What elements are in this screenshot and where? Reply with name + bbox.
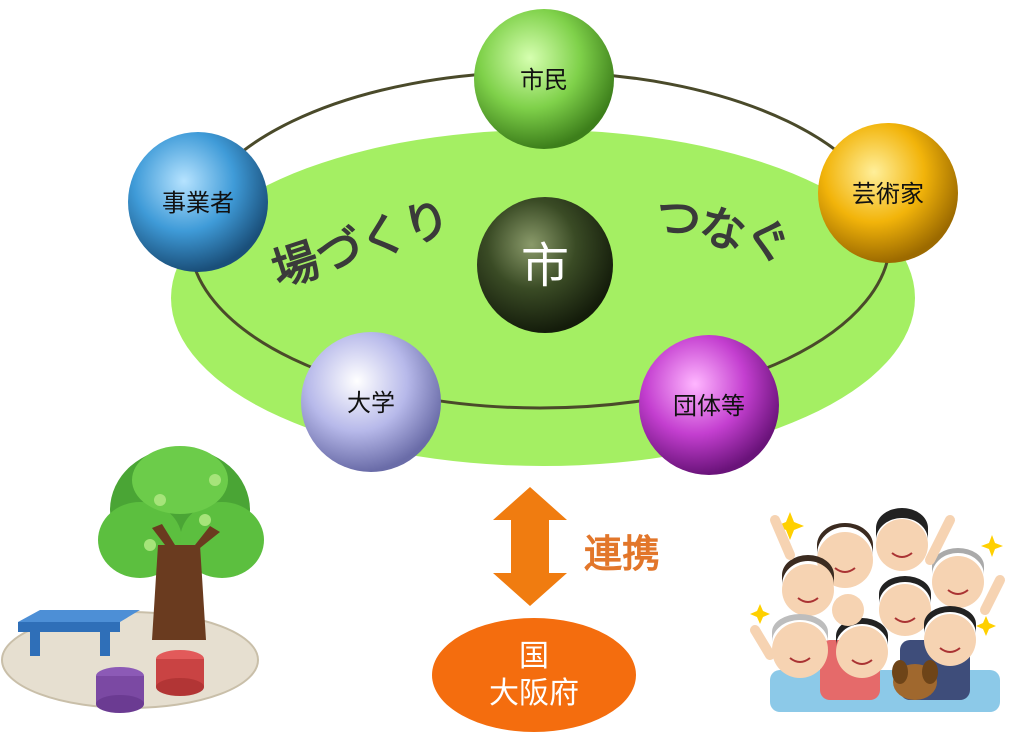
partnership-label: 連携	[584, 532, 660, 576]
node-business-label: 事業者	[162, 189, 234, 217]
node-university: 大学	[301, 332, 441, 472]
node-university-label: 大学	[347, 389, 395, 417]
node-citizens-label: 市民	[520, 66, 568, 94]
external-line2: 大阪府	[489, 676, 579, 711]
park-tree-bench-illustration	[1, 446, 264, 713]
center-node: 市	[477, 197, 613, 333]
node-artists-label: 芸術家	[852, 180, 924, 208]
partnership-arrow	[493, 487, 567, 606]
cheering-crowd-illustration	[750, 508, 1005, 712]
node-groups: 団体等	[639, 335, 779, 475]
external-ellipse: 国 大阪府	[432, 618, 636, 732]
external-line1: 国	[519, 639, 549, 674]
center-label: 市	[521, 238, 569, 294]
node-artists: 芸術家	[818, 123, 958, 263]
node-business: 事業者	[128, 132, 268, 272]
node-groups-label: 団体等	[673, 392, 745, 420]
node-citizens: 市民	[474, 9, 614, 149]
